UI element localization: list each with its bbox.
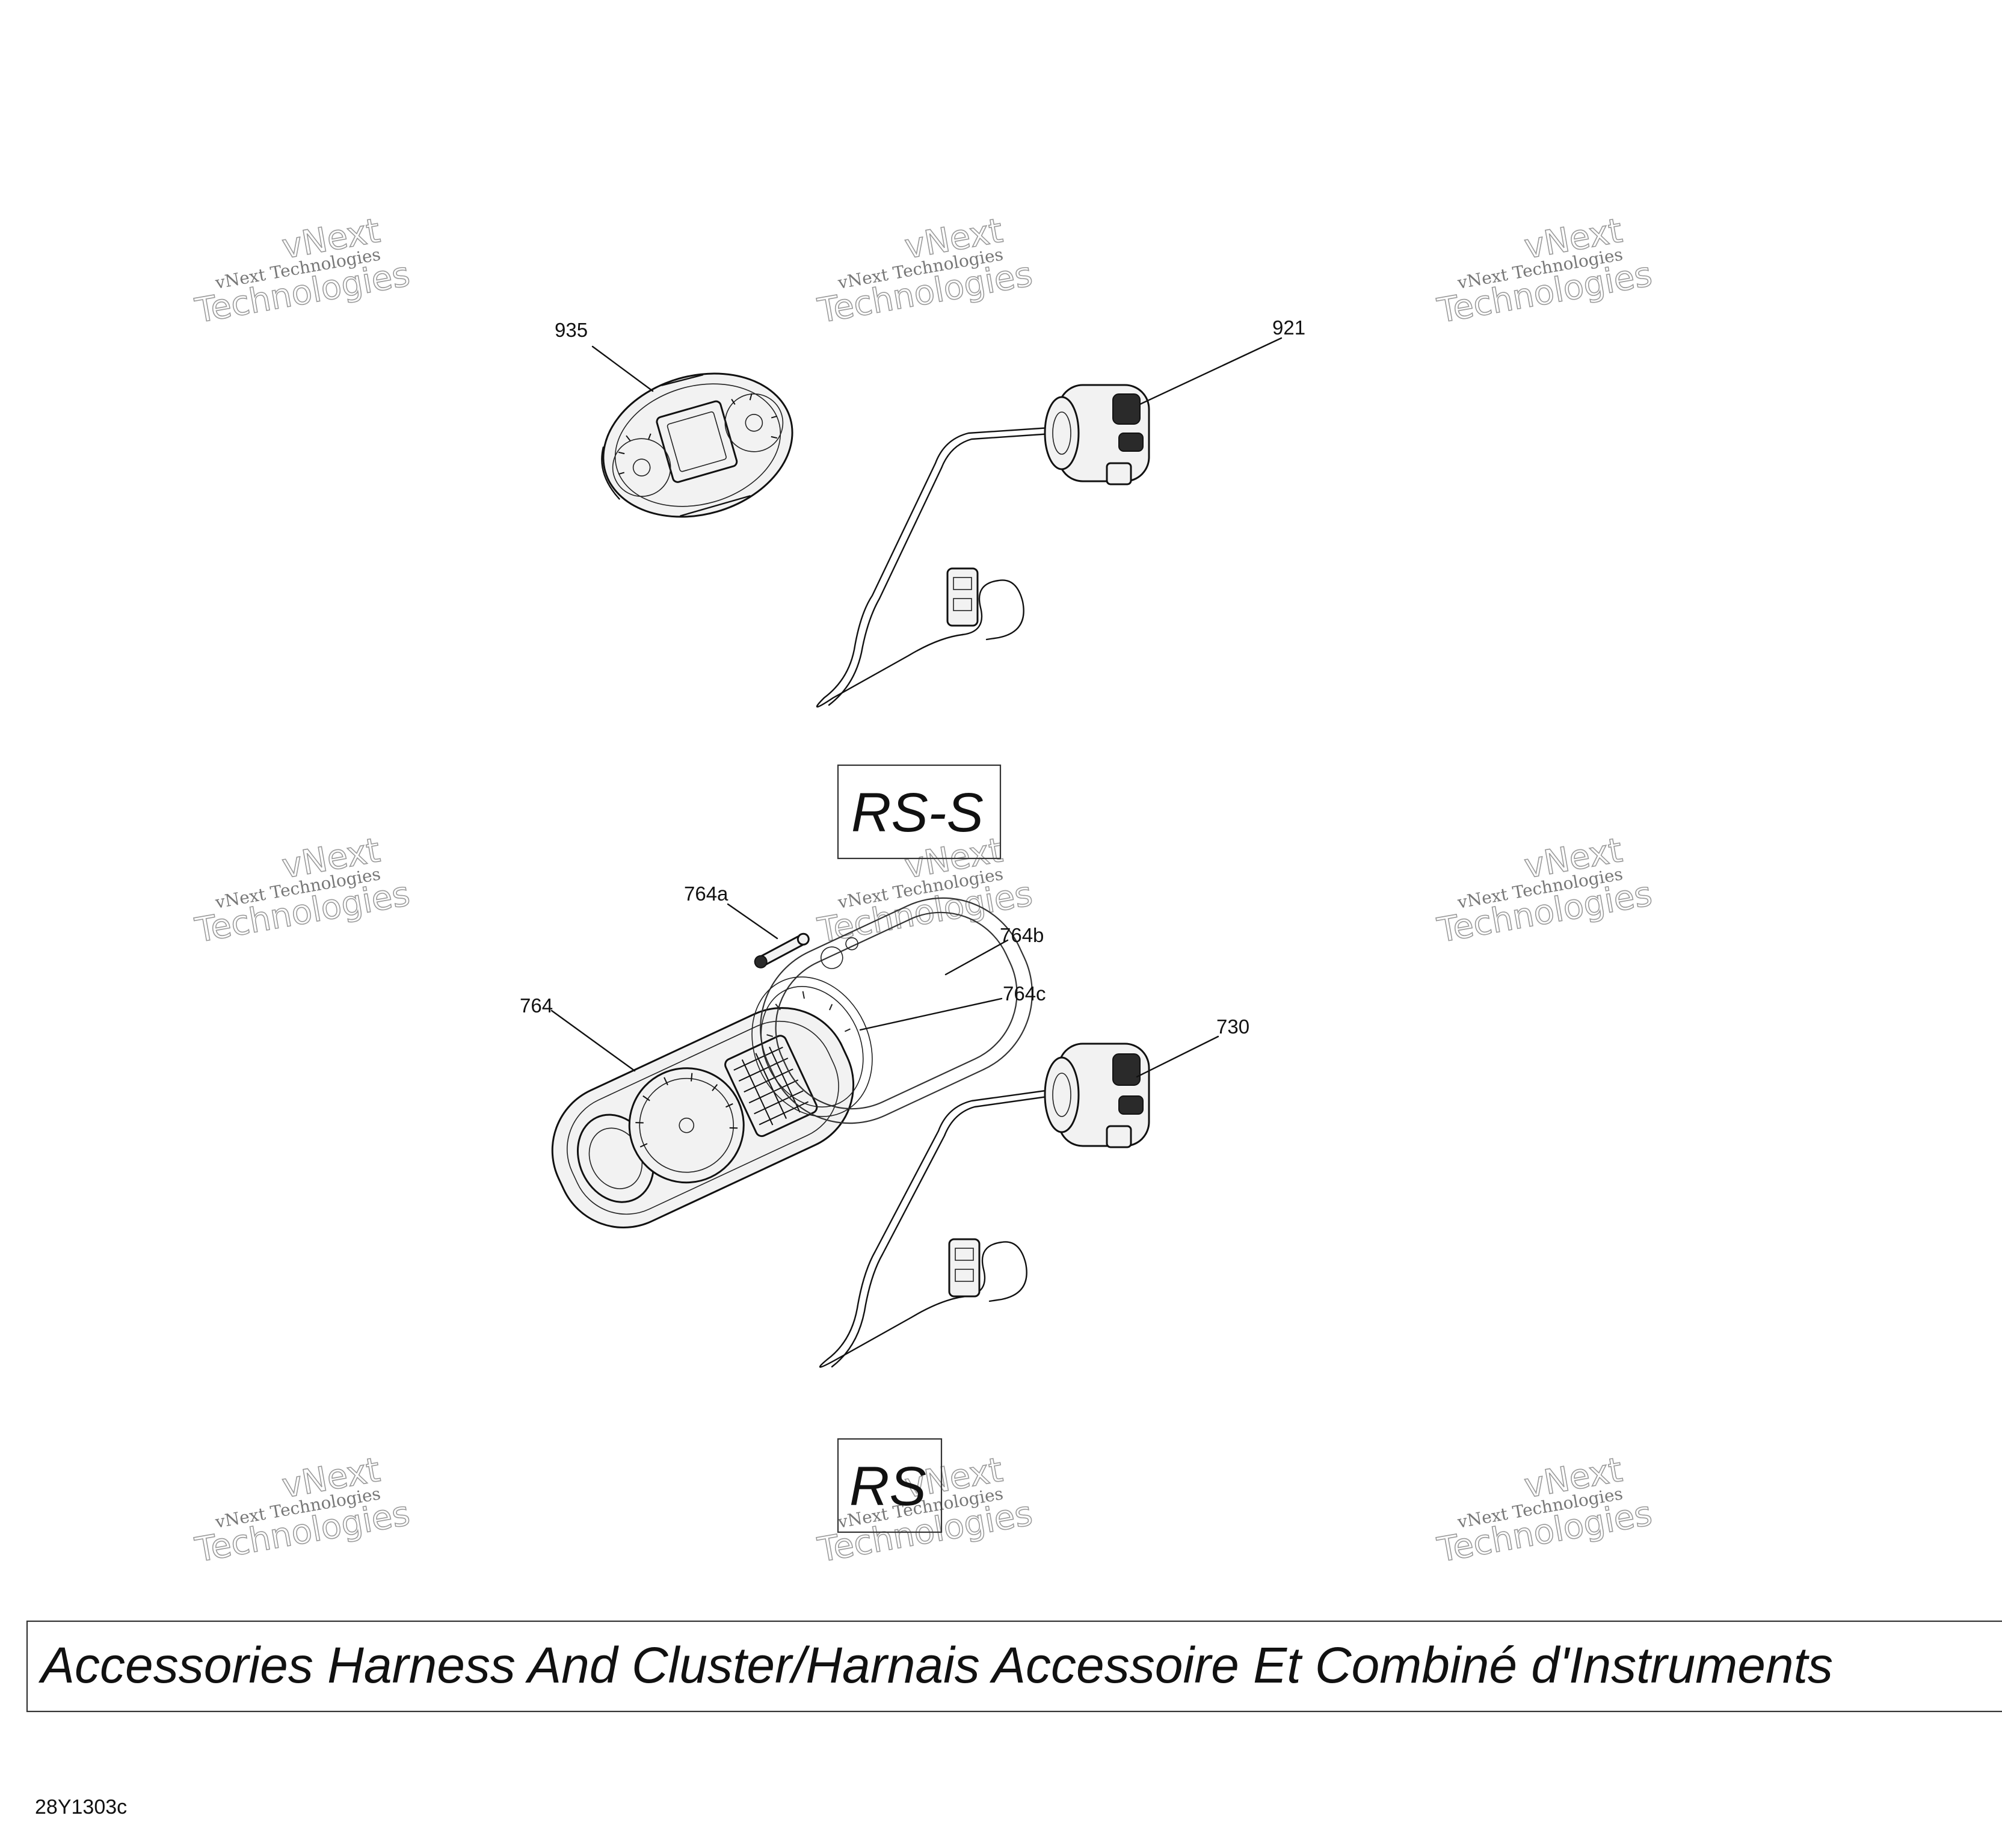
callout-764a[interactable]: 764a	[684, 882, 728, 905]
part-764b-bezel[interactable]	[733, 870, 1060, 1151]
watermark-grid: vNext Technologies vNext Technologies vN…	[192, 211, 1656, 1571]
watermark: vNext Technologies vNext Technologies	[1434, 830, 1656, 951]
callout-730[interactable]: 730	[1216, 1015, 1249, 1038]
callout-921[interactable]: 921	[1272, 316, 1305, 339]
part-730-switch-harness[interactable]	[819, 1043, 1150, 1368]
leader-764c	[859, 997, 1003, 1031]
callout-764[interactable]: 764	[520, 994, 553, 1017]
part-764c-lens[interactable]	[730, 957, 895, 1136]
watermark: vNext Technologies vNext Technologies	[192, 1450, 413, 1571]
variant-label-rs-s: RS-S	[851, 782, 984, 843]
diagram-title: Accessories Harness And Cluster/Harnais …	[38, 1637, 1833, 1693]
leader-764b	[944, 939, 1009, 976]
callout-764b[interactable]: 764b	[1000, 924, 1044, 946]
leader-lines	[550, 337, 1283, 1078]
variant-box-rs-s: RS-S	[837, 764, 1002, 860]
drawing-code: 28Y1303c	[35, 1796, 127, 1819]
leader-730	[1136, 1035, 1219, 1078]
leader-935	[591, 345, 654, 392]
part-764-gauge-cluster[interactable]	[531, 986, 875, 1249]
title-bar: Accessories Harness And Cluster/Harnais …	[26, 1620, 2002, 1713]
leader-764a	[727, 903, 778, 940]
part-935-gauge-cluster[interactable]	[585, 352, 810, 538]
part-921-switch-harness[interactable]	[816, 384, 1150, 708]
variant-label-rs: RS	[849, 1456, 926, 1517]
leader-764	[550, 1009, 636, 1072]
variant-box-rs: RS	[837, 1438, 943, 1533]
callout-935[interactable]: 935	[555, 319, 588, 341]
callout-764c[interactable]: 764c	[1003, 982, 1046, 1005]
part-764a-fastener[interactable]	[753, 931, 811, 970]
watermark: vNext Technologies vNext Technologies	[192, 830, 413, 951]
watermark: vNext Technologies vNext Technologies	[192, 211, 413, 331]
watermark: vNext Technologies vNext Technologies	[1434, 1450, 1656, 1571]
watermark: vNext Technologies vNext Technologies	[815, 211, 1036, 331]
leader-921	[1139, 337, 1283, 405]
watermark: vNext Technologies vNext Technologies	[1434, 211, 1656, 331]
